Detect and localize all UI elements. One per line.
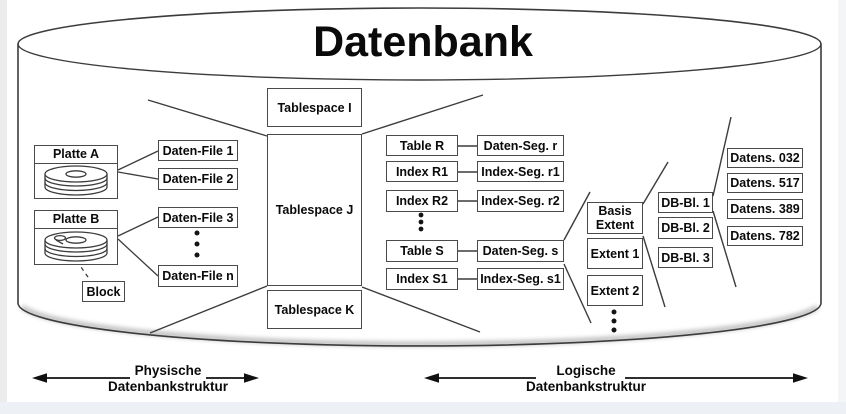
legend-logical-line1: Logische [556,363,616,378]
index-box: Index S1 [386,268,458,290]
basis-extent-line1: Basis [598,204,632,218]
db-block-box: DB-Bl. 3 [658,247,713,268]
db-block-box: DB-Bl. 2 [658,217,713,239]
expansion-fan-lines [147,94,737,334]
block-marker-icon [53,234,67,242]
data-file-box: Daten-File 1 [158,140,238,161]
segment-box: Daten-Seg. s [477,240,564,262]
basis-extent-box: Basis Extent [587,202,643,234]
data-file-box: Daten-File n [158,265,238,287]
disk-stack-icon [44,165,108,196]
tablespace-box: Tablespace I [267,88,362,127]
disk-platte-a-label: Platte A [35,146,117,164]
tablespace-box: Tablespace J [267,134,362,286]
tablespace-box: Tablespace K [267,290,362,329]
index-box: Index R2 [386,190,458,212]
table-box: Table S [386,240,458,262]
segment-box: Index-Seg. r2 [477,190,564,212]
basis-extent-line2: Extent [595,218,635,232]
disk-platte-b: Platte B [34,210,118,265]
data-file-box: Daten-File 2 [158,168,238,190]
disk-file-connectors [117,150,159,277]
legend-logical-line2: Datenbankstruktur [525,378,647,394]
legend-physical-line2: Datenbankstruktur [107,378,229,394]
disk-stack-icon-with-block [44,231,108,262]
segment-box: Daten-Seg. r [477,135,564,156]
disk-platte-a: Platte A [34,145,118,199]
table-box: Table R [386,135,458,156]
segment-box: Index-Seg. s1 [477,268,564,290]
page-edge-bottom [0,402,846,414]
extent-box: Extent 2 [587,275,643,306]
logical-range-arrow [424,373,808,383]
data-file-box: Daten-File 3 [158,207,238,228]
index-box: Index R1 [386,161,458,182]
record-box: Datens. 517 [727,173,803,193]
page-edge-left [0,0,7,414]
extent-box: Extent 1 [587,238,643,269]
ellipsis-dots-extents [611,309,617,333]
page-edge-right [838,0,846,402]
ellipsis-dots-tables [418,212,424,232]
record-box: Datens. 032 [727,148,803,168]
segment-box: Index-Seg. r1 [477,161,564,182]
cylinder-bottom-shadow [20,304,819,347]
cylinder-top-rim [17,43,822,81]
record-box: Datens. 389 [727,199,803,219]
ellipsis-dots-files [194,230,200,258]
block-box: Block [82,281,125,302]
disk-platte-b-label: Platte B [35,211,117,229]
db-block-box: DB-Bl. 1 [658,192,713,213]
record-box: Datens. 782 [727,226,803,246]
physical-range-arrow [32,373,259,383]
object-segment-connectors [458,145,477,280]
legend-logical-structure: Logische Datenbankstruktur [496,363,676,394]
legend-physical-structure: Physische Datenbankstruktur [78,363,258,394]
legend-physical-line1: Physische [134,363,202,378]
diagram-title: Datenbank [313,18,533,66]
